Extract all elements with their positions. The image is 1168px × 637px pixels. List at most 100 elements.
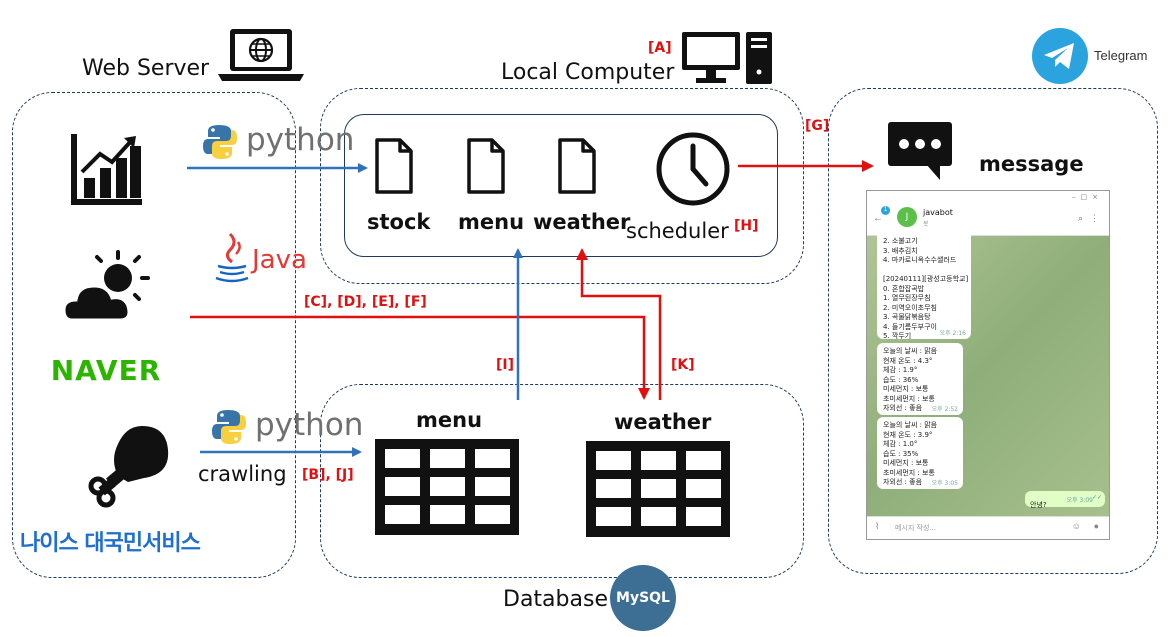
menu-message-line: 0. 혼합잡곡밥	[883, 284, 925, 293]
menu-message-line: 3. 배추김치	[883, 246, 918, 255]
weather-message-line: 습도 : 36%	[883, 375, 919, 384]
tag-k: [K]	[671, 357, 695, 373]
menu-file-icon	[467, 138, 505, 194]
db-table-menu-label: menu	[416, 408, 483, 432]
weather-message-line: 습도 : 35%	[883, 449, 919, 458]
menu-message-line: 4. 들기름두부구이	[883, 322, 937, 331]
window-controls: –□×	[1072, 193, 1103, 201]
sent-message-time: 오후 3:09	[1066, 497, 1093, 504]
weather-message-line: 현재 온도 : 3.9°	[883, 430, 933, 439]
weather-message-line: 미세먼지 : 보통	[883, 459, 929, 467]
crawling-label: crawling	[198, 462, 287, 486]
microphone-icon[interactable]: ●	[1093, 521, 1099, 531]
menu-message-line	[883, 266, 965, 276]
local-files-box	[344, 114, 778, 257]
weather-message-line: 오늘의 날씨 : 맑음	[883, 421, 938, 429]
weather-message-line: 미세먼지 : 보통	[883, 385, 929, 393]
weather-message-line: 자외선 : 좋음	[883, 404, 923, 412]
file-label-stock: stock	[367, 210, 431, 234]
naver-logo-text: NAVER	[50, 353, 162, 387]
sent-message-bubble: 안녕? 오후 3:09 ✓✓	[1025, 491, 1105, 509]
weather-message-line: 체감 : 1.9°	[883, 366, 918, 374]
tag-h: [H]	[734, 218, 759, 234]
menu-message-time: 오후 2:16	[939, 330, 966, 337]
menu-message-line: 5. 깍두기	[883, 332, 912, 340]
mysql-logo: MySQL	[610, 565, 676, 631]
weather-table-icon	[586, 441, 730, 537]
tag-i: [I]	[496, 357, 515, 373]
tag-a: [A]	[648, 40, 672, 56]
tag-cdef: [C], [D], [E], [F]	[304, 294, 427, 310]
weather-message-line: 초미세먼지 : 보통	[883, 468, 935, 477]
python-logo-icon-2	[212, 410, 246, 444]
weather-api-arrow	[190, 315, 650, 400]
local-computer-region	[320, 88, 804, 284]
web-server-region	[12, 92, 296, 578]
menu-message-line: [20240111][광성고등학교]	[883, 275, 969, 283]
stock-file-icon	[375, 138, 413, 194]
weather-cloud-sun-icon	[62, 250, 150, 322]
scheduler-clock-icon	[656, 132, 730, 206]
web-server-title: Web Server	[82, 56, 210, 81]
emoji-icon[interactable]: ☺	[1071, 521, 1081, 531]
mysql-logo-text: MySQL	[616, 590, 670, 606]
python-top-label: python	[246, 122, 355, 158]
chicken-leg-icon	[88, 426, 169, 508]
menu-table-icon	[375, 439, 519, 535]
tag-bj: [B], [J]	[302, 467, 354, 483]
stock-chart-icon	[71, 134, 142, 205]
tag-g: [G]	[805, 118, 830, 134]
search-icon[interactable]: ⌕	[1077, 213, 1083, 223]
bot-name: javabot	[923, 208, 953, 217]
database-title: Database	[503, 587, 608, 612]
attach-icon[interactable]: ⌇	[875, 521, 880, 531]
file-label-menu: menu	[458, 210, 525, 234]
message-label: message	[979, 152, 1084, 176]
menu-message-line: 2. 소불고기	[883, 237, 918, 245]
weather-message-line: 초미세먼지 : 보통	[883, 394, 935, 403]
sent-message-text: 안녕?	[1030, 501, 1047, 509]
telegram-region	[828, 88, 1158, 574]
telegram-logo-icon	[1032, 28, 1088, 84]
desktop-computer-icon	[682, 32, 772, 84]
back-arrow-icon[interactable]: ←	[873, 213, 883, 224]
neis-service-label: 나이스 대국민서비스	[20, 531, 201, 556]
menu-message-line: 2. 미역오이초무침	[883, 303, 937, 312]
menu-message-line: 4. 마카로니옥수수샐러드	[883, 256, 957, 264]
naver-logo: NAVER	[47, 352, 165, 388]
weather-message-time-2: 오후 3:05	[931, 480, 958, 487]
bot-status: 봇	[923, 221, 929, 228]
java-label: Java	[252, 245, 307, 275]
file-label-scheduler: scheduler	[626, 219, 729, 243]
laptop-globe-icon	[218, 29, 304, 81]
chat-bubble-icon	[888, 122, 952, 180]
unread-badge: 1	[881, 206, 890, 215]
menu-message-line: 3. 곡물닭볶음탕	[883, 313, 931, 321]
weather-file-icon	[558, 138, 596, 194]
telegram-label: Telegram	[1094, 48, 1148, 63]
python-bottom-label: python	[255, 407, 364, 443]
weather-db-arrow	[576, 248, 662, 400]
db-table-weather-label: weather	[614, 410, 712, 434]
weather-message-line: 자외선 : 좋음	[883, 478, 923, 486]
menu-message-line: 1. 열무된장무침	[883, 294, 931, 302]
local-computer-title: Local Computer	[501, 60, 675, 85]
weather-message-line: 오늘의 날씨 : 맑음	[883, 347, 938, 355]
weather-message-time-1: 오후 2:52	[931, 406, 958, 413]
message-input[interactable]: 메시지 작성...	[895, 524, 937, 532]
more-menu-icon[interactable]: ⋮	[1090, 213, 1099, 223]
chat-input-bar: ⌇ 메시지 작성... ☺ ●	[867, 516, 1109, 539]
python-logo-icon	[203, 125, 237, 159]
read-check-icon: ✓✓	[1091, 495, 1102, 501]
bot-avatar[interactable]: J	[897, 207, 917, 227]
weather-message-line: 현재 온도 : 4.3°	[883, 356, 933, 365]
file-label-weather: weather	[533, 210, 631, 234]
database-region	[320, 384, 804, 578]
